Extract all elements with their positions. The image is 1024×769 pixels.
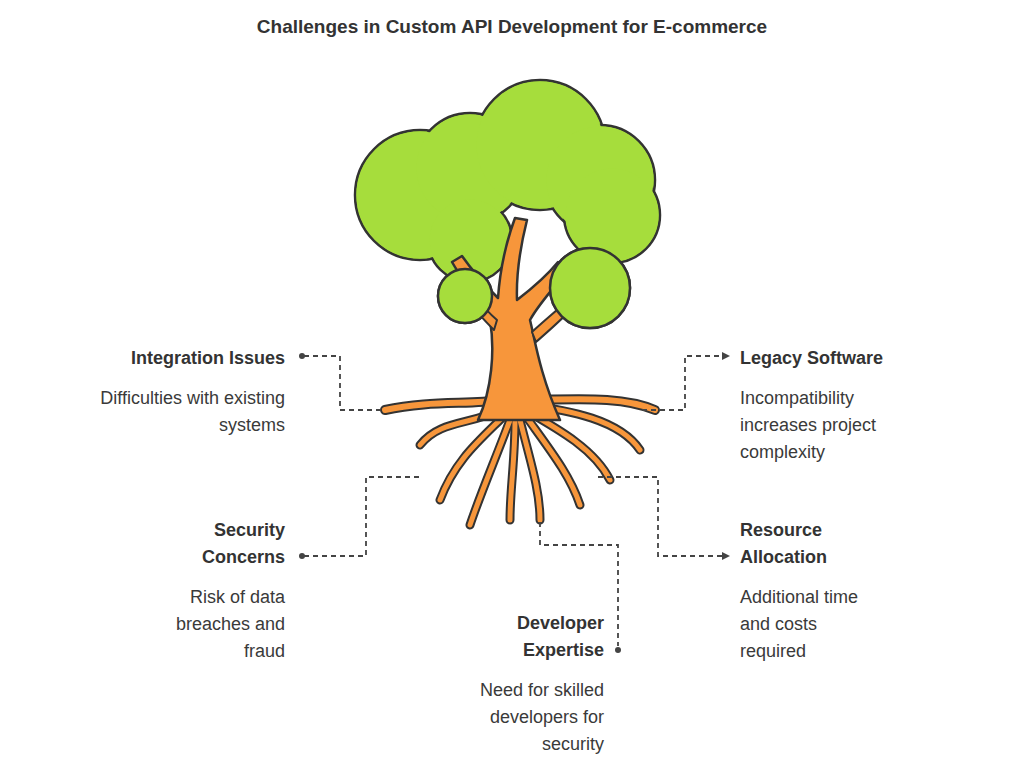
callout-heading: Legacy Software: [740, 345, 950, 372]
callout-heading: Developer Expertise: [492, 610, 604, 664]
callout-text: Difficulties with existing systems: [100, 385, 285, 439]
callout-text: Need for skilled developers for security: [446, 677, 604, 758]
callout-heading: Resource Allocation: [740, 517, 858, 571]
callout-text: Additional time and costs required: [740, 584, 873, 665]
callout-text: Incompatibility increases project comple…: [740, 385, 918, 466]
callout-heading: Integration Issues: [75, 345, 285, 372]
callout-heading: Security Concerns: [173, 517, 285, 571]
diagram-title: Challenges in Custom API Development for…: [0, 14, 1024, 40]
leader-ends: [299, 352, 730, 653]
canopy-front: [438, 248, 630, 328]
callout-text: Risk of data breaches and fraud: [157, 584, 285, 665]
leader-lines: [304, 356, 722, 646]
